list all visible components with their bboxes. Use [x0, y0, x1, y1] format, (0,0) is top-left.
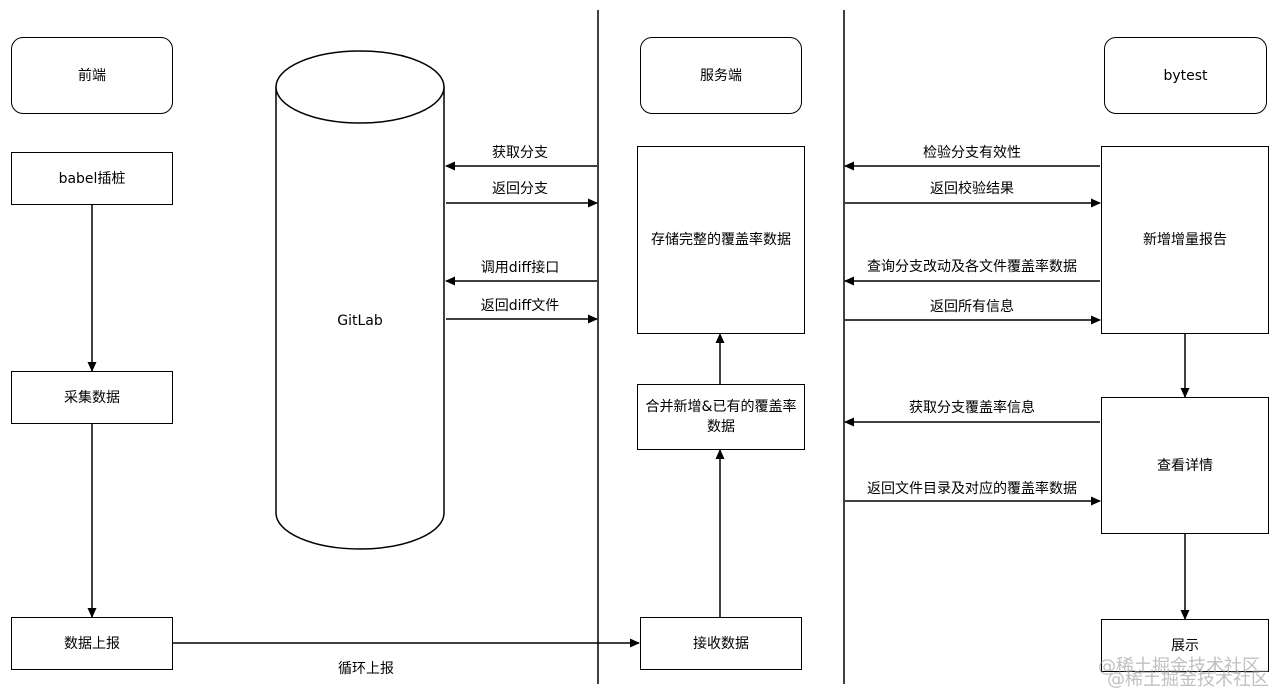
step-new-report-label: 新增增量报告 — [1143, 232, 1227, 248]
step-merge: 合并新增&已有的覆盖率数据 — [637, 384, 805, 450]
step-store-label: 存储完整的覆盖率数据 — [651, 232, 791, 248]
msg-get-branch: 获取分支 — [492, 145, 548, 161]
lane-header-bytest-label: bytest — [1163, 67, 1208, 84]
lane-header-frontend-label: 前端 — [78, 67, 106, 84]
msg-return-branch: 返回分支 — [492, 181, 548, 197]
msg-call-diff: 调用diff接口 — [480, 260, 560, 276]
loop-label: 循环上报 — [338, 661, 394, 677]
msg-query-changes: 查询分支改动及各文件覆盖率数据 — [867, 259, 1077, 275]
step-report: 数据上报 — [11, 617, 173, 670]
lane-header-server-label: 服务端 — [700, 67, 742, 84]
step-report-label: 数据上报 — [64, 635, 120, 652]
step-collect: 采集数据 — [11, 371, 173, 424]
msg-check-branch: 检验分支有效性 — [923, 145, 1021, 161]
gitlab-label: GitLab — [337, 313, 383, 329]
step-show-label: 展示 — [1171, 637, 1199, 654]
msg-return-all: 返回所有信息 — [930, 299, 1014, 315]
step-collect-label: 采集数据 — [64, 389, 120, 406]
step-babel: babel插桩 — [11, 152, 173, 205]
step-merge-label: 合并新增&已有的覆盖率数据 — [645, 399, 797, 435]
watermark-shadow: @稀土掘金技术社区 — [1107, 669, 1269, 690]
step-new-report: 新增增量报告 — [1101, 146, 1269, 334]
msg-return-dir: 返回文件目录及对应的覆盖率数据 — [867, 481, 1077, 497]
step-store: 存储完整的覆盖率数据 — [637, 146, 805, 334]
step-babel-label: babel插桩 — [58, 170, 126, 187]
watermark: @稀土掘金技术社区 — [1098, 656, 1260, 677]
step-view-detail-label: 查看详情 — [1157, 457, 1213, 474]
gitlab-cylinder — [275, 50, 445, 550]
step-view-detail: 查看详情 — [1101, 397, 1269, 534]
msg-return-check: 返回校验结果 — [930, 181, 1014, 197]
lane-header-frontend: 前端 — [11, 37, 173, 114]
step-receive-label: 接收数据 — [693, 635, 749, 652]
step-receive: 接收数据 — [640, 617, 802, 670]
msg-return-diff: 返回diff文件 — [480, 298, 560, 314]
lane-header-bytest: bytest — [1104, 37, 1267, 114]
lane-header-server: 服务端 — [640, 37, 802, 114]
step-show: 展示 — [1101, 619, 1269, 672]
msg-get-coverage: 获取分支覆盖率信息 — [909, 400, 1035, 416]
